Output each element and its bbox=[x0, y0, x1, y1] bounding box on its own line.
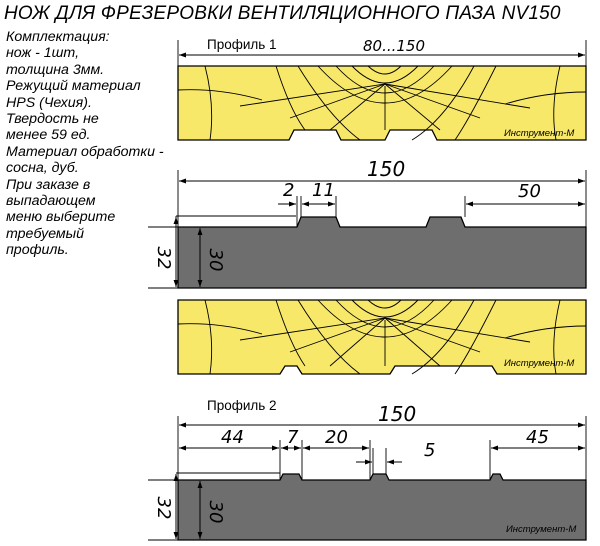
dim-knife-inner-height-text: 30 bbox=[205, 501, 226, 524]
profile-1-label: Профиль 1 bbox=[207, 37, 277, 52]
description-line: требуемый bbox=[6, 225, 84, 242]
dim-knife-height-text: 32 bbox=[153, 247, 174, 270]
description-line: менее 59 ед. bbox=[6, 127, 91, 144]
description-line: меню выберите bbox=[6, 209, 116, 226]
description-line: выпадающем bbox=[6, 193, 96, 210]
description-line: HPS (Чехия). bbox=[6, 94, 92, 111]
dim-small-groove-text: 5 bbox=[424, 440, 435, 461]
board-2 bbox=[177, 299, 587, 375]
dim-groove-spacing-text: 20 bbox=[325, 427, 348, 448]
dim-groove-gap-text: 2 bbox=[283, 180, 294, 201]
brand-label: Инструмент-М bbox=[506, 524, 576, 535]
dim-knife-height-text: 32 bbox=[153, 497, 174, 520]
brand-label: Инструмент-М bbox=[504, 128, 574, 139]
page-title: НОЖ ДЛЯ ФРЕЗЕРОВКИ ВЕНТИЛЯЦИОННОГО ПАЗА … bbox=[4, 3, 561, 24]
dim-groove-width-text: 7 bbox=[287, 427, 299, 448]
dim-right-offset-text: 45 bbox=[526, 427, 549, 448]
board-1 bbox=[177, 65, 587, 141]
profile-2-label: Профиль 2 bbox=[207, 398, 277, 413]
dim-groove-width-text: 11 bbox=[312, 180, 335, 201]
description-line: толщина 3мм. bbox=[6, 61, 105, 78]
brand-label: Инструмент-М bbox=[504, 358, 574, 369]
dim-knife-total-text: 150 bbox=[367, 157, 405, 181]
dim-knife-total-text: 150 bbox=[378, 402, 416, 426]
knife-1 bbox=[177, 216, 587, 289]
description-line: При заказе в bbox=[6, 176, 91, 193]
description-line: Комплектация: bbox=[6, 29, 110, 45]
description-line: Материал обработки - bbox=[6, 143, 164, 160]
dim-board-width-text: 80...150 bbox=[363, 37, 425, 55]
description: Комплектация: нож - 1шт, толщина 3мм. Ре… bbox=[6, 29, 176, 259]
dim-left-offset-text: 44 bbox=[221, 427, 244, 448]
description-line: профиль. bbox=[6, 242, 69, 259]
dim-knife-inner-height-text: 30 bbox=[205, 249, 226, 272]
dim-right-offset-text: 50 bbox=[518, 181, 541, 202]
description-line: нож - 1шт, bbox=[6, 45, 80, 62]
description-line: Режущий материал bbox=[6, 78, 141, 95]
description-line: сосна, дуб. bbox=[6, 160, 79, 177]
description-line: Твердость не bbox=[6, 111, 99, 128]
